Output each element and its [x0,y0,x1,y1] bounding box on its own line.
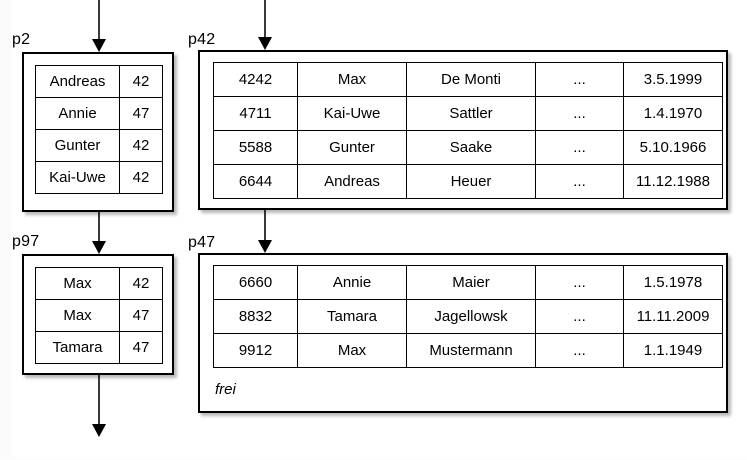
dir-key-cell: Kai-Uwe [35,161,120,194]
cell-ellipsis: ... [535,333,624,368]
data-table-p47[interactable]: 6660 Annie Maier ... 1.5.1978 8832 Tamar… [213,265,723,368]
table-row[interactable]: Max 42 [35,267,163,300]
cell-lastname: Saake [406,130,536,165]
cell-birthdate: 1.4.1970 [623,96,723,131]
bottom-edge-strip [0,457,747,460]
arrow-out-of-p97 [91,375,107,437]
cell-id: 6660 [213,265,298,300]
cell-firstname: Max [297,333,407,368]
cell-birthdate: 5.10.1966 [623,130,723,165]
table-row[interactable]: Annie 47 [35,97,163,130]
page-label-p42: p42 [188,31,216,48]
dir-key-cell: Andreas [35,65,120,98]
arrow-p2-to-p97 [91,212,107,254]
cell-lastname: Mustermann [406,333,536,368]
cell-birthdate: 1.1.1949 [623,333,723,368]
table-row[interactable]: Tamara 47 [35,331,163,364]
table-row[interactable]: Gunter 42 [35,129,163,162]
data-table-p42[interactable]: 4242 Max De Monti ... 3.5.1999 4711 Kai-… [213,62,723,199]
cell-ellipsis: ... [535,96,624,131]
table-row[interactable]: 6660 Annie Maier ... 1.5.1978 [213,265,723,300]
dir-value-cell: 47 [119,97,163,130]
cell-id: 4242 [213,62,298,97]
arrow-into-p2 [91,0,107,52]
dir-key-cell: Max [35,267,120,300]
dir-value-cell: 42 [119,65,163,98]
cell-ellipsis: ... [535,62,624,97]
cell-birthdate: 11.11.2009 [623,299,723,334]
cell-id: 6644 [213,164,298,199]
table-row[interactable]: 9912 Max Mustermann ... 1.1.1949 [213,333,723,368]
cell-lastname: Maier [406,265,536,300]
dir-value-cell: 47 [119,299,163,332]
cell-firstname: Max [297,62,407,97]
dir-key-cell: Gunter [35,129,120,162]
cell-lastname: De Monti [406,62,536,97]
arrow-into-p42 [257,0,273,50]
table-row[interactable]: 4711 Kai-Uwe Sattler ... 1.4.1970 [213,96,723,131]
table-row[interactable]: 8832 Tamara Jagellowsk ... 11.11.2009 [213,299,723,334]
dir-value-cell: 42 [119,267,163,300]
directory-table-p97[interactable]: Max 42 Max 47 Tamara 47 [35,267,163,364]
cell-id: 8832 [213,299,298,334]
dir-value-cell: 47 [119,331,163,364]
cell-firstname: Kai-Uwe [297,96,407,131]
page-label-p2: p2 [12,31,31,48]
dir-key-cell: Tamara [35,331,120,364]
table-row[interactable]: Max 47 [35,299,163,332]
cell-id: 4711 [213,96,298,131]
cell-lastname: Sattler [406,96,536,131]
table-row[interactable]: 4242 Max De Monti ... 3.5.1999 [213,62,723,97]
table-row[interactable]: 6644 Andreas Heuer ... 11.12.1988 [213,164,723,199]
arrow-p42-to-p47 [257,203,273,253]
cell-firstname: Tamara [297,299,407,334]
table-row[interactable]: 5588 Gunter Saake ... 5.10.1966 [213,130,723,165]
dir-value-cell: 42 [119,129,163,162]
dir-value-cell: 42 [119,161,163,194]
cell-ellipsis: ... [535,164,624,199]
cell-birthdate: 3.5.1999 [623,62,723,97]
cell-birthdate: 11.12.1988 [623,164,723,199]
directory-table-p2[interactable]: Andreas 42 Annie 47 Gunter 42 Kai-Uwe 42 [35,65,163,194]
cell-lastname: Heuer [406,164,536,199]
cell-lastname: Jagellowsk [406,299,536,334]
cell-firstname: Annie [297,265,407,300]
cell-firstname: Andreas [297,164,407,199]
dir-key-cell: Annie [35,97,120,130]
dir-key-cell: Max [35,299,120,332]
left-gutter-strip [0,0,11,460]
cell-birthdate: 1.5.1978 [623,265,723,300]
table-row[interactable]: Andreas 42 [35,65,163,98]
cell-id: 5588 [213,130,298,165]
cell-firstname: Gunter [297,130,407,165]
table-row[interactable]: Kai-Uwe 42 [35,161,163,194]
cell-ellipsis: ... [535,130,624,165]
free-space-label: frei [215,381,236,398]
page-label-p97: p97 [12,233,40,250]
cell-ellipsis: ... [535,265,624,300]
cell-ellipsis: ... [535,299,624,334]
page-label-p47: p47 [188,234,216,251]
cell-id: 9912 [213,333,298,368]
